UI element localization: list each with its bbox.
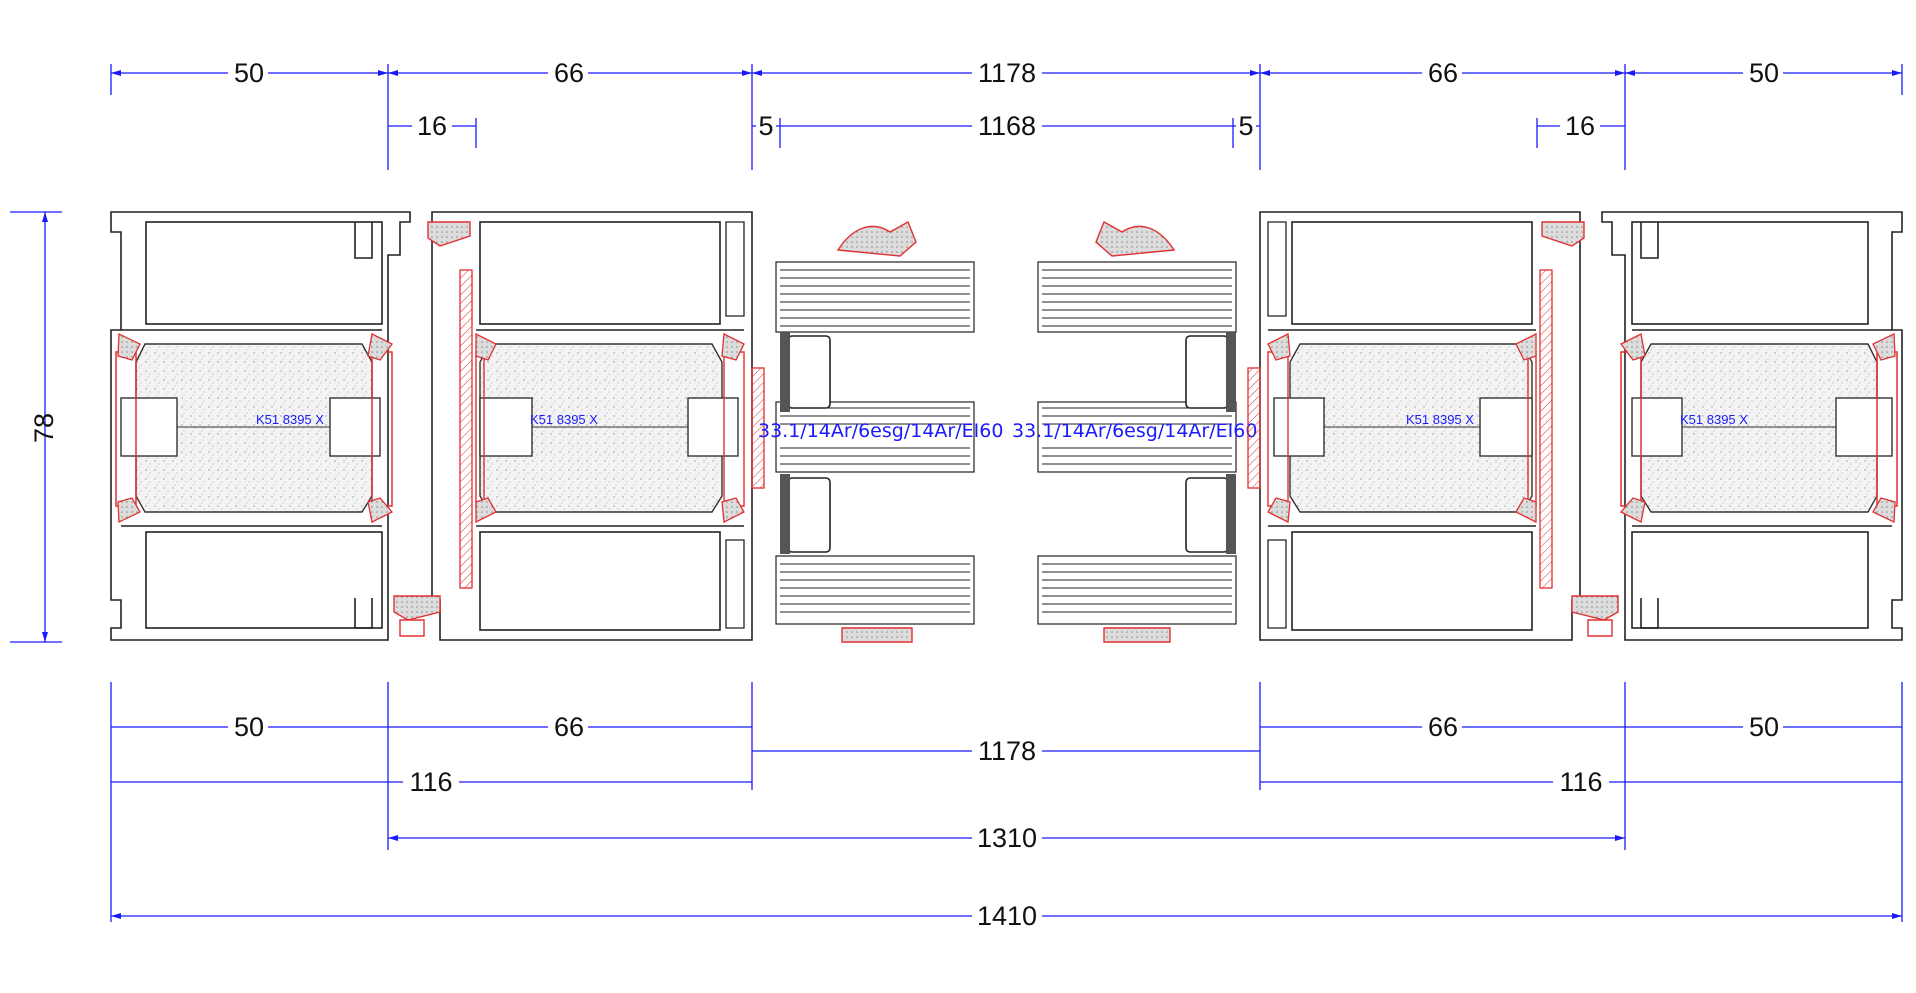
dim-bottom-66-right: 66 bbox=[1428, 712, 1458, 742]
right-glass-spec: 33.1/14Ar/6esg/14Ar/EI60 bbox=[1012, 420, 1257, 442]
left-sash-hatched-strip bbox=[751, 367, 765, 489]
left-sash-profile-code: K51 8395 X bbox=[530, 412, 598, 427]
left-glass-unit: 33.1/14Ar/6esg/14Ar/EI60 bbox=[758, 221, 1003, 643]
left-spacer-top bbox=[787, 335, 831, 409]
right-frame-profile-code: K51 8395 X bbox=[1680, 412, 1748, 427]
left-glazing-gasket-top bbox=[836, 221, 917, 257]
dim-bottom-116-right: 116 bbox=[1559, 767, 1602, 797]
left-frame-profile-code: K51 8395 X bbox=[256, 412, 324, 427]
dim-top-50-left: 50 bbox=[234, 58, 264, 88]
dim-top-5-right: 5 bbox=[1238, 111, 1253, 141]
left-frame-insulation: K51 8395 X bbox=[115, 332, 394, 524]
dim-bottom-116-left: 116 bbox=[409, 767, 452, 797]
dim-top-66-left: 66 bbox=[554, 58, 584, 88]
left-hatched-strip bbox=[459, 269, 473, 589]
dim-top-1168: 1168 bbox=[978, 111, 1036, 141]
dim-top-16-right: 16 bbox=[1565, 111, 1595, 141]
left-frame-profile bbox=[110, 211, 411, 641]
dim-top-16-left: 16 bbox=[417, 111, 447, 141]
right-frame-insulation: K51 8395 X bbox=[1619, 332, 1898, 524]
right-glazing-gasket-top bbox=[1095, 221, 1176, 257]
left-glass-pane-top bbox=[780, 269, 970, 327]
dim-top-1178: 1178 bbox=[978, 58, 1036, 88]
left-glass-pane-bottom bbox=[780, 563, 970, 613]
right-sash-insulation: K51 8395 X bbox=[1267, 332, 1537, 524]
left-sash-insulation: K51 8395 X bbox=[475, 332, 745, 524]
right-spacer-bottom bbox=[1185, 477, 1229, 553]
left-glazing-gasket-bottom bbox=[841, 627, 913, 643]
right-sealant-top bbox=[1226, 332, 1236, 412]
right-gaskets bbox=[1541, 221, 1619, 637]
right-frame-profile bbox=[1601, 211, 1903, 641]
right-glass-pane-middle bbox=[1042, 407, 1232, 465]
dimension-texts: 50 66 1178 66 50 16 5 1168 5 16 78 50 66… bbox=[29, 56, 1783, 931]
dim-bottom-66-left: 66 bbox=[554, 712, 584, 742]
right-sash-profile-code: K51 8395 X bbox=[1406, 412, 1474, 427]
dim-top-50-right: 50 bbox=[1749, 58, 1779, 88]
left-spacer-bottom bbox=[787, 477, 831, 553]
left-sash-profile bbox=[431, 211, 753, 641]
right-hatched-strip bbox=[1539, 269, 1553, 589]
dim-bottom-1410: 1410 bbox=[977, 901, 1037, 931]
dim-vertical-78: 78 bbox=[29, 413, 59, 443]
dimension-arrows bbox=[42, 70, 1902, 919]
dim-bottom-50-left: 50 bbox=[234, 712, 264, 742]
dim-top-66-right: 66 bbox=[1428, 58, 1458, 88]
dim-top-5-left: 5 bbox=[758, 111, 773, 141]
dim-bottom-50-right: 50 bbox=[1749, 712, 1779, 742]
right-glazing-gasket-bottom bbox=[1103, 627, 1171, 643]
left-glass-spec: 33.1/14Ar/6esg/14Ar/EI60 bbox=[758, 420, 1003, 442]
dim-bottom-1178: 1178 bbox=[978, 736, 1036, 766]
right-glass-pane-top bbox=[1042, 269, 1232, 327]
right-sealant-bottom bbox=[1226, 474, 1236, 554]
dim-bottom-1310: 1310 bbox=[977, 823, 1037, 853]
right-sash-hatched-strip bbox=[1247, 367, 1261, 489]
right-glass-pane-bottom bbox=[1042, 563, 1232, 613]
left-sealant-bottom bbox=[780, 474, 790, 554]
right-glass-unit: 33.1/14Ar/6esg/14Ar/EI60 bbox=[1012, 221, 1257, 643]
left-gaskets bbox=[393, 221, 471, 637]
left-sealant-top bbox=[780, 332, 790, 412]
right-spacer-top bbox=[1185, 335, 1229, 409]
